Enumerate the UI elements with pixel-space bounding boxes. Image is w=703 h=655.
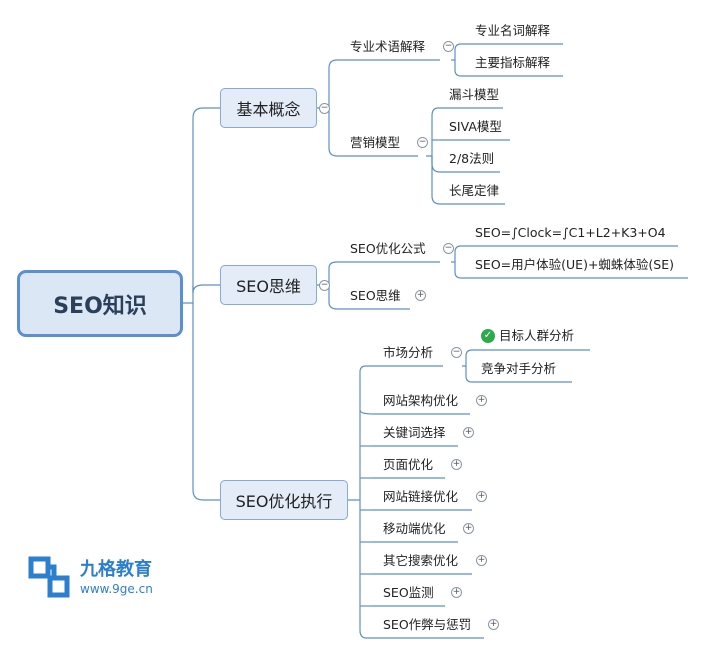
collapse-toggle-market[interactable]: − (451, 347, 462, 358)
subtopic-formula-clock[interactable]: SEO=∫Clock=∫C1+L2+K3+O4 (475, 225, 666, 240)
expand-toggle-keywords[interactable]: + (463, 427, 474, 438)
subtopic-formula-experience[interactable]: SEO=用户体验(UE)+蜘蛛体验(SE) (475, 257, 675, 272)
topic-seo-monitoring[interactable]: SEO监测 (383, 585, 434, 600)
subtopic-term-nouns[interactable]: 专业名词解释 (475, 23, 551, 38)
topic-link-optimization[interactable]: 网站链接优化 (383, 489, 459, 504)
topic-other-search[interactable]: 其它搜索优化 (383, 553, 459, 568)
expand-toggle-other[interactable]: + (476, 555, 487, 566)
expand-toggle-page[interactable]: + (451, 459, 462, 470)
branch-basic-concepts[interactable]: 基本概念 (220, 88, 317, 128)
collapse-toggle-models[interactable]: − (417, 137, 428, 148)
topic-market-analysis[interactable]: 市场分析 (383, 345, 434, 360)
topic-terms[interactable]: 专业术语解释 (350, 39, 426, 54)
logo-url: www.9ge.cn (80, 582, 153, 596)
expand-toggle-mindset[interactable]: + (415, 290, 426, 301)
expand-toggle-links[interactable]: + (476, 491, 487, 502)
subtopic-key-metrics[interactable]: 主要指标解释 (475, 55, 551, 70)
root-node[interactable]: SEO知识 (17, 270, 183, 337)
collapse-toggle-thinking[interactable]: − (319, 280, 330, 291)
subtopic-competitor-analysis[interactable]: 竞争对手分析 (481, 361, 557, 376)
topic-marketing-models[interactable]: 营销模型 (350, 135, 401, 150)
topic-site-architecture[interactable]: 网站架构优化 (383, 393, 459, 408)
root-label: SEO知识 (53, 293, 147, 319)
topic-seo-cheating[interactable]: SEO作弊与惩罚 (383, 617, 472, 632)
collapse-toggle-formula[interactable]: − (443, 243, 454, 254)
subtopic-siva-model[interactable]: SIVA模型 (449, 119, 502, 134)
expand-toggle-monitoring[interactable]: + (451, 587, 462, 598)
logo-mark-icon (28, 556, 70, 598)
topic-page-optimization[interactable]: 页面优化 (383, 457, 434, 472)
branch-seo-execution[interactable]: SEO优化执行 (220, 480, 348, 520)
logo-name: 九格教育 (80, 559, 152, 580)
branch-label: SEO思维 (236, 277, 301, 296)
topic-mobile-optimization[interactable]: 移动端优化 (383, 521, 446, 536)
subtopic-funnel-model[interactable]: 漏斗模型 (449, 87, 500, 102)
topic-seo-mindset[interactable]: SEO思维 (350, 288, 401, 303)
branch-label: 基本概念 (236, 100, 301, 119)
subtopic-long-tail[interactable]: 长尾定律 (449, 183, 500, 198)
subtopic-target-audience[interactable]: 目标人群分析 (499, 328, 575, 343)
branch-label: SEO优化执行 (235, 492, 333, 511)
topic-seo-formula[interactable]: SEO优化公式 (350, 241, 426, 256)
branch-seo-thinking[interactable]: SEO思维 (220, 265, 317, 305)
collapse-toggle-basic[interactable]: − (319, 103, 330, 114)
expand-toggle-cheating[interactable]: + (488, 619, 499, 630)
collapse-toggle-terms[interactable]: − (443, 41, 454, 52)
expand-toggle-mobile[interactable]: + (463, 523, 474, 534)
check-icon: ✓ (481, 329, 495, 343)
expand-toggle-architecture[interactable]: + (476, 395, 487, 406)
topic-keyword-selection[interactable]: 关键词选择 (383, 425, 446, 440)
subtopic-pareto-rule[interactable]: 2/8法则 (449, 151, 495, 166)
